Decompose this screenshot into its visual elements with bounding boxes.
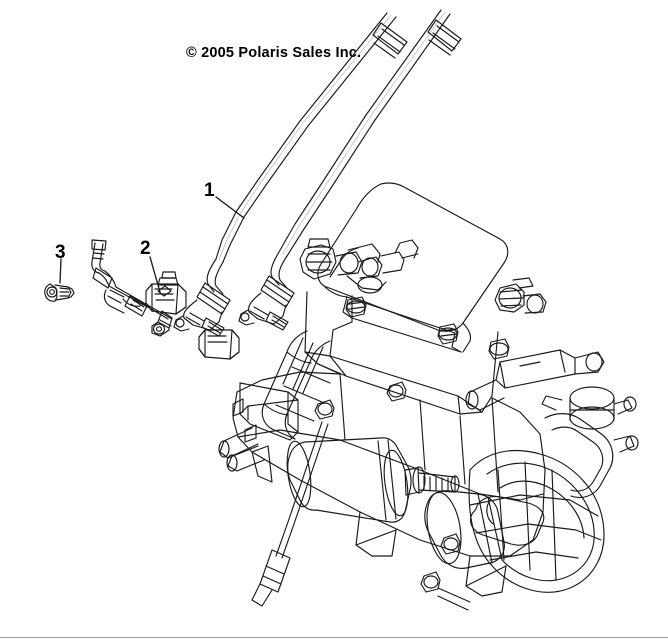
cylinder-head bbox=[304, 291, 510, 415]
callout-number-2[interactable]: 2 bbox=[140, 238, 151, 259]
lower-left-cable bbox=[251, 421, 329, 607]
mounting-bolt bbox=[44, 283, 75, 302]
leader-line-3 bbox=[59, 258, 62, 284]
clutch-cover bbox=[468, 450, 605, 593]
valve-cover bbox=[317, 182, 509, 353]
spark-plug-lead-left bbox=[173, 12, 408, 337]
engine-assembly bbox=[218, 182, 639, 611]
spark-plug-lead-right bbox=[238, 9, 462, 331]
callout-leader-lines bbox=[59, 196, 245, 293]
footer-divider bbox=[0, 637, 668, 638]
starter-motor bbox=[286, 437, 460, 523]
intake-manifold bbox=[261, 330, 331, 440]
coolant-hose-right bbox=[541, 386, 639, 499]
callout-number-3[interactable]: 3 bbox=[55, 242, 66, 263]
copyright-notice: © 2005 Polaris Sales Inc. bbox=[186, 45, 362, 61]
cam-fittings-cluster bbox=[299, 238, 419, 294]
injector-coil-center bbox=[198, 329, 240, 360]
right-bracket bbox=[465, 349, 605, 411]
fuel-rail-injector-assembly bbox=[91, 239, 187, 337]
lower-mount-tabs bbox=[355, 511, 507, 597]
right-top-fittings bbox=[494, 277, 547, 314]
crankcase bbox=[232, 371, 546, 557]
leader-line-1 bbox=[215, 196, 245, 219]
crankcase-fasteners bbox=[314, 381, 471, 611]
callout-number-1[interactable]: 1 bbox=[204, 180, 215, 201]
left-accessory-block bbox=[218, 382, 299, 472]
leader-line-2 bbox=[149, 256, 161, 293]
recoil-nose bbox=[424, 490, 505, 569]
